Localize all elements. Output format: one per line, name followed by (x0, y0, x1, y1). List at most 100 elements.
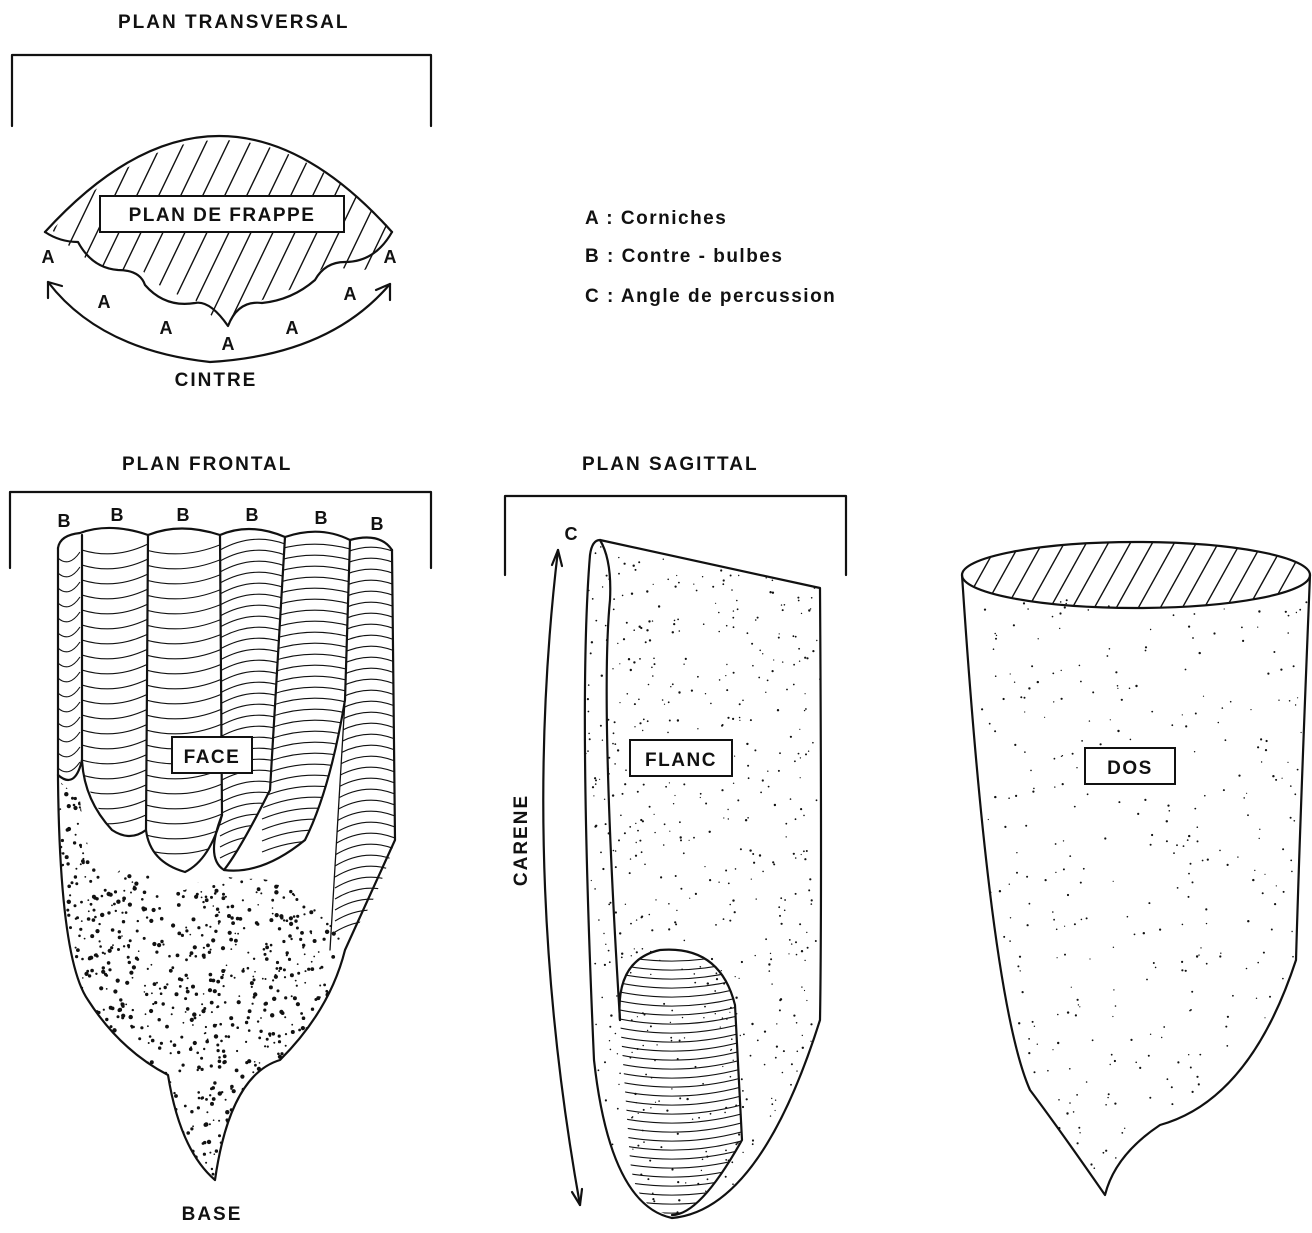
stipple-dot (221, 969, 225, 973)
stipple-dot (348, 863, 352, 867)
stipple-dot (1019, 956, 1021, 958)
stipple-dot (1003, 936, 1005, 938)
ripple-line (220, 836, 285, 847)
stipple-dot (698, 1117, 700, 1119)
stipple-dot (1010, 673, 1011, 674)
stipple-dot (182, 1159, 185, 1162)
stipple-dot (235, 1146, 239, 1150)
stipple-dot (224, 1167, 228, 1171)
stipple-dot (707, 1178, 709, 1180)
stipple-dot (133, 793, 136, 796)
stipple-dot (121, 1144, 123, 1146)
stipple-dot (79, 806, 81, 808)
stipple-dot (309, 1084, 311, 1086)
stipple-dot (604, 799, 605, 800)
stipple-dot (197, 1066, 201, 1070)
stipple-dot (1294, 793, 1296, 795)
stipple-dot (308, 885, 311, 888)
stipple-dot (974, 934, 976, 936)
stipple-dot (615, 850, 617, 852)
stipple-dot (113, 796, 116, 799)
stipple-dot (86, 860, 90, 864)
stipple-dot (621, 957, 623, 959)
stipple-dot (583, 995, 585, 997)
stipple-dot (1197, 826, 1199, 828)
stipple-dot (59, 1096, 61, 1098)
ripple-line (82, 769, 148, 779)
stipple-dot (781, 923, 783, 925)
ripple-line (82, 544, 148, 554)
stipple-dot (781, 604, 782, 605)
stipple-dot (93, 1105, 96, 1108)
ripple-line (220, 561, 285, 572)
stipple-dot (337, 981, 340, 984)
stipple-dot (625, 904, 626, 905)
stipple-dot (795, 1160, 797, 1162)
stipple-dot (93, 1091, 95, 1093)
stipple-dot (279, 914, 283, 918)
stipple-dot (55, 1123, 59, 1127)
stipple-dot (197, 1091, 200, 1094)
stipple-dot (71, 1055, 75, 1059)
stipple-dot (668, 928, 670, 930)
ripple-line (58, 687, 80, 697)
stipple-dot (161, 809, 165, 813)
stipple-dot (56, 956, 59, 959)
stipple-dot (1079, 665, 1081, 667)
stipple-dot (779, 1009, 781, 1011)
stipple-dot (1247, 814, 1249, 816)
stipple-dot (294, 822, 298, 826)
stipple-dot (184, 1169, 188, 1173)
stipple-dot (110, 1132, 113, 1135)
stipple-dot (61, 781, 65, 785)
stipple-dot (269, 985, 273, 989)
stipple-dot (313, 1081, 316, 1084)
stipple-dot (1146, 979, 1148, 981)
stipple-dot (261, 1115, 264, 1118)
stipple-dot (1229, 1144, 1231, 1146)
stipple-dot (98, 1124, 101, 1127)
stipple-dot (132, 977, 134, 979)
stipple-dot (608, 904, 610, 906)
stipple-dot (90, 934, 94, 938)
stipple-dot (619, 1073, 621, 1075)
stipple-dot (94, 916, 97, 919)
stipple-dot (78, 787, 81, 790)
stipple-dot (1014, 1057, 1016, 1059)
stipple-dot (723, 579, 725, 581)
stipple-dot (1089, 958, 1090, 959)
stipple-dot (154, 1001, 157, 1004)
stipple-dot (647, 1030, 648, 1031)
stipple-dot (54, 974, 57, 977)
stipple-dot (179, 1141, 183, 1145)
stipple-dot (62, 1023, 64, 1025)
stipple-dot (1183, 1155, 1185, 1157)
stipple-dot (259, 1062, 261, 1064)
stipple-dot (1020, 1136, 1022, 1138)
stipple-dot (733, 783, 734, 784)
stipple-dot (1028, 1052, 1030, 1054)
stipple-dot (326, 1010, 330, 1014)
stipple-dot (265, 957, 269, 961)
stipple-dot (1016, 852, 1017, 853)
stipple-dot (138, 950, 140, 952)
stipple-dot (1079, 1132, 1080, 1133)
stipple-dot (643, 784, 645, 786)
stipple-dot (110, 805, 113, 808)
stipple-dot (751, 643, 753, 645)
stipple-dot (324, 821, 327, 824)
ripple-line (220, 638, 285, 649)
stipple-dot (306, 1160, 309, 1163)
stipple-dot (167, 881, 170, 884)
ripple-line (262, 544, 350, 555)
stipple-dot (107, 1126, 110, 1129)
stipple-dot (1301, 732, 1302, 733)
legend-item-corniches: A : Corniches (585, 208, 727, 229)
stipple-dot (66, 787, 68, 789)
stipple-dot (735, 976, 736, 977)
stipple-dot (1290, 860, 1292, 862)
stipple-dot (212, 885, 215, 888)
stipple-dot (116, 1074, 118, 1076)
stipple-dot (1237, 856, 1238, 857)
stipple-dot (134, 853, 138, 857)
